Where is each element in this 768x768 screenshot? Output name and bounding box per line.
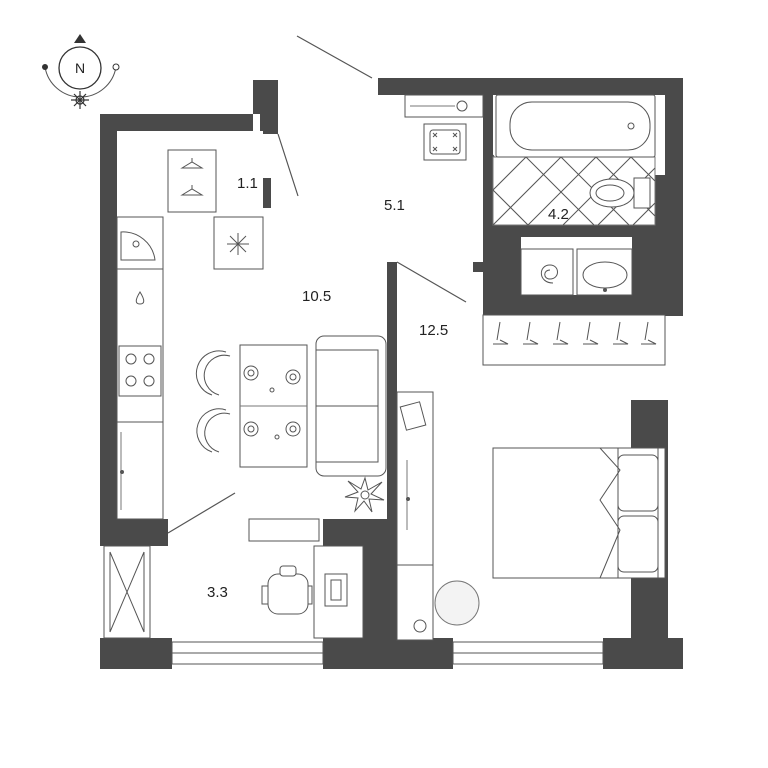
room-area-bathroom: 4.2: [548, 206, 569, 223]
windows: [103, 545, 604, 665]
hob-icon: [118, 345, 162, 397]
rug-icon: [434, 580, 480, 626]
wardrobe-row: [482, 314, 666, 366]
room-area-bedroom: 12.5: [419, 322, 448, 339]
compass: N: [42, 34, 120, 109]
laptop-icon: [324, 573, 348, 607]
room-area-kitchen: 10.5: [302, 288, 331, 305]
room-area-balcony: 3.3: [207, 584, 228, 601]
bathroom: [492, 94, 656, 296]
compass-north-letter: N: [75, 60, 85, 76]
washing-machine-icon: [520, 248, 574, 296]
wardrobe: [167, 149, 217, 213]
room-area-wardrobe: 1.1: [237, 175, 258, 192]
sofa: [315, 335, 387, 477]
kitchen: [116, 216, 387, 520]
room-area-hall: 5.1: [384, 197, 405, 214]
balcony: [248, 518, 364, 639]
fridge-icon: [213, 216, 264, 270]
tall-cabinet: [116, 421, 164, 520]
hall: [404, 94, 484, 161]
plant-icon: [344, 476, 385, 513]
lamp-icon: [413, 619, 427, 633]
corner-sink-icon: [116, 216, 164, 270]
bed: [492, 447, 666, 579]
sun-icon: [71, 91, 89, 109]
sink-icon: [576, 248, 633, 296]
mirror-icon: [456, 100, 468, 112]
walls: [100, 78, 683, 669]
toilet-icon: [589, 177, 651, 209]
dishwasher-icon: [135, 291, 145, 305]
office-chair: [261, 565, 313, 615]
hanger-icon: [493, 321, 657, 345]
hanger-icon: [180, 158, 204, 196]
north-arrow-icon: [74, 34, 86, 43]
dining-table: [195, 344, 308, 468]
bedroom: [396, 314, 666, 641]
room-labels: 1.1 5.1 4.2 10.5 12.5 3.3: [207, 175, 569, 601]
